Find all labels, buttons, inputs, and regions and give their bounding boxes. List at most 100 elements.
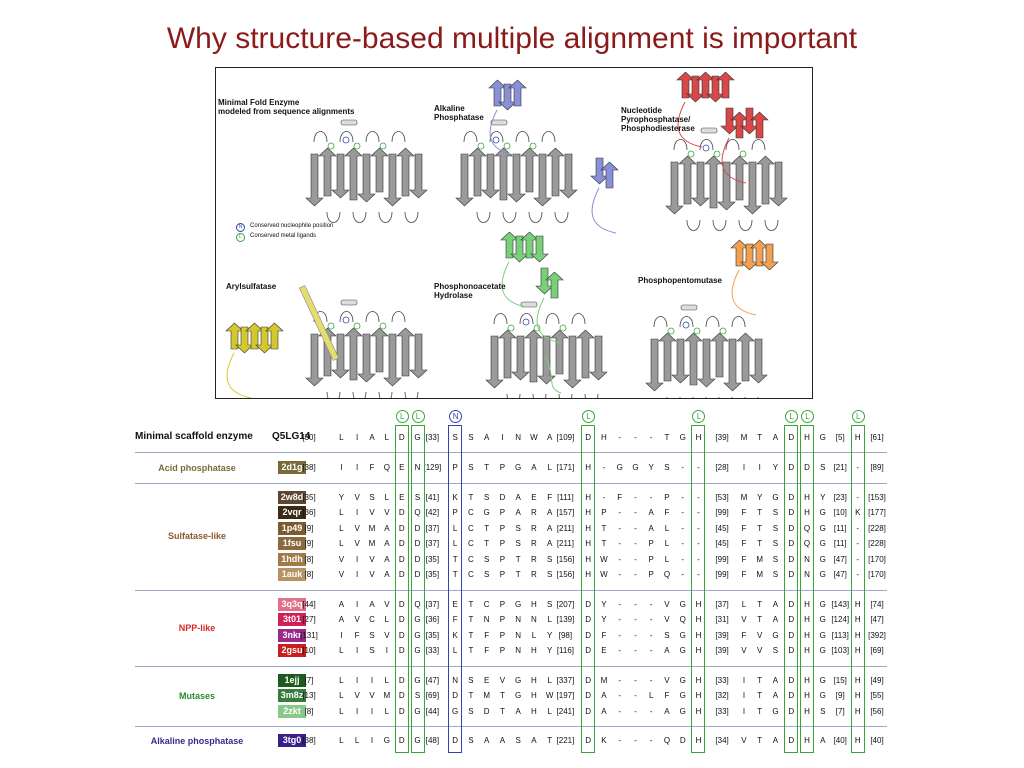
beta-strand [396,147,415,197]
alignment-cell: D [398,523,405,533]
alignment-cell: - [634,691,637,700]
alignment-cell: G [452,706,459,716]
insertion-6 [535,267,564,344]
insertion-loop [501,261,527,308]
alignment-cell: S [414,492,421,502]
alignment-cell: - [649,706,653,716]
alignment-cell: G [679,691,686,700]
alignment-cell: D [788,539,795,548]
alignment-cell: S [483,492,490,502]
alignment-cell: G [772,630,779,640]
insertion-strand [760,243,779,271]
alignment-cell: - [856,463,860,472]
alignment-cell: H [695,706,702,716]
ligand-marker-icon [667,327,675,335]
alignment-cell: [99] [715,570,729,579]
alignment-cell: Y [601,615,607,624]
alignment-cell: [35] [425,554,440,564]
beta-strand [357,153,376,203]
loop [584,393,599,398]
loop [541,131,556,143]
alignment-cell: H [695,736,702,745]
loop [378,211,393,223]
alignment-cell: S [547,599,553,609]
alignment-cell: [53] [715,492,729,502]
beta-strand [717,161,736,211]
alignment-cell: M [756,570,764,579]
alignment-cell: T [484,463,490,472]
alignment-cell: H [695,630,702,640]
alignment-cell: G [679,630,686,640]
alignment-cell: [21] [833,463,847,472]
conserved-column-box [410,425,425,753]
alignment-cell: P [499,539,506,548]
alignment-cell: [392] [868,630,886,640]
ligand-marker-icon [529,142,537,150]
beta-strand [671,338,690,384]
alignment-cell: [33] [715,706,729,716]
insertion-strand [265,322,284,350]
alignment-cell: [143] [831,599,850,609]
alignment-cell: G [772,706,779,716]
alignment-cell: I [370,706,374,716]
alignment-cell: Y [648,463,654,472]
alignment-cell: A [547,523,553,533]
alignment-cell: G [414,630,421,640]
alignment-cell: D [398,630,405,640]
loop [339,311,354,323]
alignment-cell: [42] [425,508,440,517]
alignment-cell: F [354,630,360,640]
insertion-1 [488,79,527,156]
pdb-id-badge: 2gsu [278,644,306,657]
alignment-cell: H [695,599,702,609]
alignment-cell: F [741,539,747,548]
beta-strand [331,333,350,379]
alignment-cell: [37] [425,539,440,548]
alignment-cell: [48] [425,736,440,745]
alignment-cell: Y [547,630,553,640]
alignment-cell: [8] [304,706,314,716]
alignment-cell: H [531,691,537,700]
insertion-loop [591,187,617,234]
alignment-cell: S [820,706,826,716]
alignment-cell: D [398,570,405,579]
alignment-cell: Q [679,615,686,624]
helix [298,285,340,361]
alignment-cell: - [634,675,637,685]
alignment-cell: [45] [715,539,729,548]
alignment-cell: D [585,615,592,624]
alignment-cell: S [369,630,375,640]
alignment-cell: G [414,706,421,716]
header-cell: G [414,433,421,442]
alignment-cell: - [618,646,622,655]
alignment-cell: [116] [556,646,575,655]
alignment-cell: [38] [302,463,316,472]
beta-strand [383,153,402,207]
alignment-cell: T [468,615,474,624]
alignment-cell: - [681,463,685,472]
alignment-cell: F [617,492,623,502]
alignment-cell: A [772,675,779,685]
alignment-cell: H [585,508,592,517]
alignment-cell: H [695,615,702,624]
legend-n-text: Conserved nucleophile position [250,223,334,229]
alignment-cell: - [856,570,860,579]
alignment-cell: [39] [715,630,729,640]
alignment-cell: H [854,736,861,745]
alignment-cell: S [483,554,490,564]
nucleophile-marker-icon [682,321,690,329]
beta-strand [576,329,595,379]
ligand-marker-icon [687,150,695,158]
beta-strand [769,161,788,207]
alignment-cell: I [742,706,746,716]
loop [738,219,753,231]
alignment-cell: L [339,523,344,533]
alignment-cell: [228] [868,523,886,533]
group-divider [135,482,887,484]
alignment-cell: F [741,570,747,579]
alignment-cell: T [757,508,763,517]
alignment-cell: H [585,539,592,548]
alignment-cell: V [354,539,360,548]
alignment-cell: [9] [304,539,314,548]
